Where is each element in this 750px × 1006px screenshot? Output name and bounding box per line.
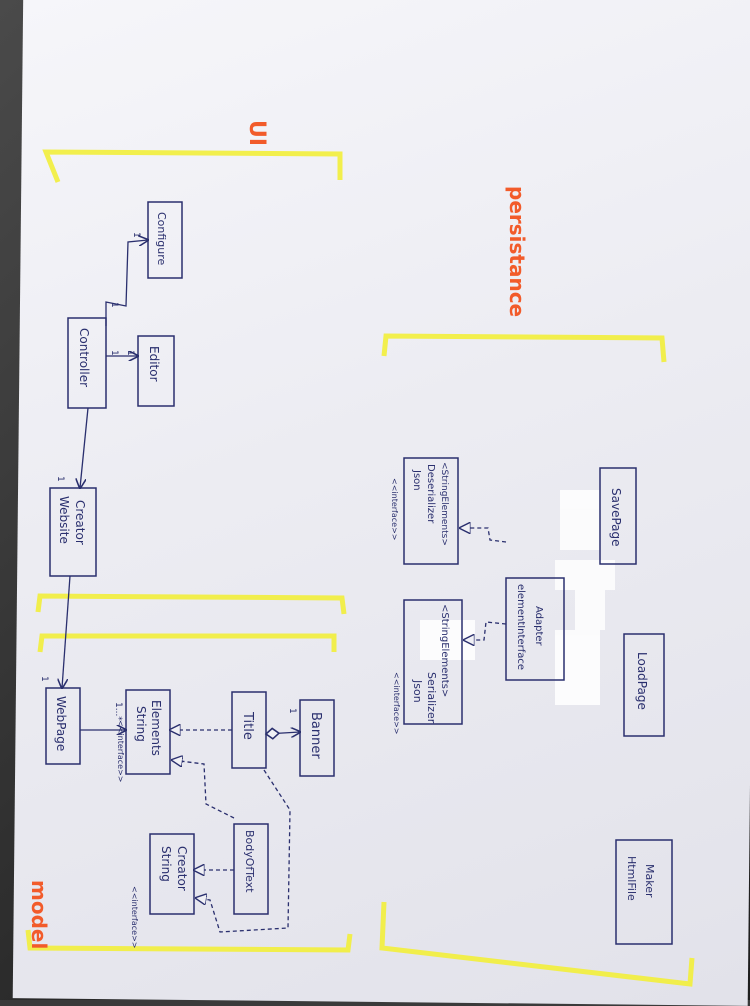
svg-text:Json: Json [411, 469, 422, 491]
svg-text:String: String [159, 846, 173, 882]
ui-bracket [42, 149, 343, 183]
adapter-serializer-link [464, 621, 507, 640]
persistence-bracket-bottom [379, 901, 695, 987]
svg-text:<<interface>>: <<interface>> [390, 478, 399, 541]
controller-configure-link [105, 240, 148, 326]
svg-text:1...*: 1...* [113, 702, 123, 721]
svg-text:<StringElements>: <StringElements> [439, 604, 450, 697]
body-of-text-class: BodyOfText [233, 823, 269, 915]
string-creator-class: <<interface>> String Creator [130, 833, 195, 949]
svg-text:Controller: Controller [77, 328, 91, 387]
svg-text:1: 1 [109, 350, 119, 356]
svg-text:1: 1 [125, 350, 135, 356]
json-serializer-class: <<interface>> Json Serializer <StringEle… [392, 599, 463, 735]
svg-text:Banner: Banner [308, 712, 323, 759]
svg-text:1: 1 [131, 232, 141, 238]
title-banner-link [266, 732, 300, 734]
persistence-region-label: persistance [505, 186, 529, 317]
multiplicity-labels: 1 1 1 1 1 1 1...* 1 [39, 232, 297, 721]
controller-class: Controller [67, 317, 107, 409]
svg-text:Adapter: Adapter [533, 606, 544, 647]
svg-text:<<interface>>: <<interface>> [392, 672, 401, 735]
svg-text:<StringElements>: <StringElements> [439, 462, 449, 546]
title-stringcreator-link [196, 769, 291, 933]
controller-websitecreator-link [80, 407, 89, 488]
svg-text:1: 1 [287, 708, 297, 714]
svg-text:Creator: Creator [175, 846, 189, 891]
svg-text:BodyOfText: BodyOfText [243, 830, 256, 893]
svg-text:SavePage: SavePage [609, 488, 623, 547]
banner-class: Banner [299, 699, 335, 777]
svg-text:<<interface>>: <<interface>> [130, 886, 139, 949]
svg-text:Json: Json [411, 679, 424, 703]
svg-text:Elements: Elements [149, 700, 163, 756]
svg-text:elementInterface: elementInterface [515, 584, 526, 670]
json-deserializer-class: <<interface>> Json Deserializer <StringE… [390, 457, 459, 565]
save-page-class: SavePage [599, 467, 637, 565]
svg-text:Deserializer: Deserializer [425, 464, 436, 524]
model-bracket-top [37, 633, 337, 653]
webpage-class: WebPage [45, 687, 81, 765]
string-elements-class: <<interface>> String Elements [116, 689, 171, 783]
website-creator-class: Website Creator [49, 487, 97, 577]
relationship-lines [62, 240, 507, 933]
html-file-maker-class: HtmlFile Maker [615, 839, 673, 945]
svg-text:Serializer: Serializer [425, 672, 438, 724]
svg-text:Creator: Creator [73, 500, 87, 545]
svg-text:LoadPage: LoadPage [635, 652, 649, 710]
svg-text:Title: Title [240, 711, 255, 740]
svg-text:HtmlFile: HtmlFile [625, 856, 638, 901]
svg-text:Maker: Maker [643, 864, 656, 898]
svg-text:<<interface>>: <<interface>> [116, 720, 125, 783]
svg-text:Editor: Editor [147, 346, 161, 382]
configure-class: Configure [147, 201, 183, 279]
svg-text:String: String [134, 706, 148, 742]
adapter-deserializer-link [460, 528, 507, 543]
svg-text:1: 1 [55, 476, 65, 482]
svg-text:1: 1 [109, 302, 119, 308]
model-bracket-bottom [25, 929, 353, 953]
svg-text:Configure: Configure [155, 212, 168, 266]
model-ui-divider [35, 593, 347, 615]
model-region-label: model [27, 880, 51, 949]
title-class: Title [231, 691, 267, 769]
websitecreator-webpage-link [62, 575, 71, 688]
persistence-bracket-top [381, 333, 667, 363]
ui-region-label: UI [244, 120, 269, 146]
svg-text:WebPage: WebPage [54, 696, 68, 751]
editor-class: Editor [137, 335, 175, 407]
element-adapter-class: elementInterface Adapter [505, 577, 565, 681]
bodyoftext-stringelements-link [172, 760, 235, 819]
load-page-class: LoadPage [623, 633, 665, 737]
svg-text:1: 1 [39, 676, 49, 682]
svg-text:Website: Website [57, 496, 71, 544]
